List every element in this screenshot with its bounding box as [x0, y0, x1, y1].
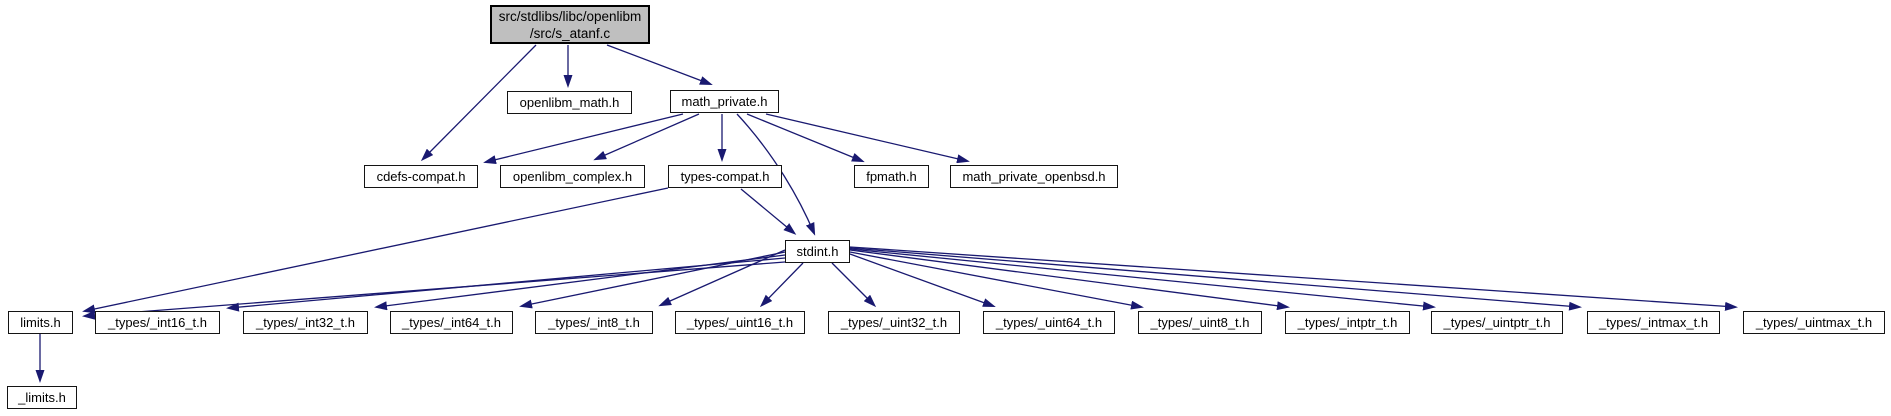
- node--limits-h[interactable]: _limits.h: [7, 386, 77, 409]
- node-openlibm-complex-h[interactable]: openlibm_complex.h: [500, 165, 645, 188]
- node-types-int16-t-h[interactable]: _types/_int16_t.h: [95, 311, 220, 334]
- node-types-uint16-t-h[interactable]: _types/_uint16_t.h: [675, 311, 805, 334]
- edge-math_private--stdint: [736, 113, 816, 236]
- edge-stdint--uint16: [759, 262, 804, 308]
- node-types-uint32-t-h[interactable]: _types/_uint32_t.h: [828, 311, 960, 334]
- node-types-uint64-t-h[interactable]: _types/_uint64_t.h: [983, 311, 1115, 334]
- edge-types_compat--stdint: [740, 188, 797, 235]
- edge-math_private--fpmath: [746, 113, 865, 163]
- edge-s_atanf--cdefs_compat: [420, 44, 537, 162]
- node-types-intmax-t-h[interactable]: _types/_intmax_t.h: [1587, 311, 1720, 334]
- edge-stdint--uintmax: [849, 246, 1738, 311]
- edge-types_compat--limits: [82, 187, 669, 314]
- node-openlibm-math-h[interactable]: openlibm_math.h: [507, 91, 632, 114]
- edge-stdint--intptr: [849, 249, 1290, 311]
- edge-stdint--int64: [519, 251, 786, 309]
- edge-stdint--int32: [374, 254, 786, 311]
- node-math-private-h[interactable]: math_private.h: [670, 90, 779, 113]
- edge-stdint--uintptr: [849, 248, 1436, 311]
- edge-stdint--int8: [658, 249, 786, 307]
- node-cdefs-compat-h[interactable]: cdefs-compat.h: [364, 165, 478, 188]
- node-types-int32-t-h[interactable]: _types/_int32_t.h: [243, 311, 368, 334]
- node-types-uintptr-t-h[interactable]: _types/_uintptr_t.h: [1431, 311, 1563, 334]
- node-stdint-h[interactable]: stdint.h: [785, 240, 850, 263]
- node-s-atanf-c: src/stdlibs/libc/openlibm /src/s_atanf.c: [490, 5, 650, 44]
- root-label-line1: src/stdlibs/libc/openlibm: [498, 8, 642, 24]
- edge-math_private--cdefs_compat: [483, 113, 684, 165]
- node-types-int64-t-h[interactable]: _types/_int64_t.h: [390, 311, 513, 334]
- node-limits-h[interactable]: limits.h: [8, 311, 73, 334]
- root-label-line2: /src/s_atanf.c: [529, 25, 611, 41]
- edge-stdint--uint32: [831, 262, 877, 308]
- edge-math_private--math_private_openbsd: [765, 113, 970, 164]
- edge-stdint--uint64: [849, 253, 996, 308]
- edge-stdint--intmax: [849, 247, 1582, 311]
- node-types-uintmax-t-h[interactable]: _types/_uintmax_t.h: [1743, 311, 1885, 334]
- node-fpmath-h[interactable]: fpmath.h: [854, 165, 929, 188]
- edge-stdint--uint8: [849, 251, 1144, 310]
- node-types-intptr-t-h[interactable]: _types/_intptr_t.h: [1285, 311, 1410, 334]
- node-types-compat-h[interactable]: types-compat.h: [668, 165, 782, 188]
- node-types-uint8-t-h[interactable]: _types/_uint8_t.h: [1138, 311, 1262, 334]
- edge-s_atanf--math_private: [606, 44, 713, 86]
- edge-math_private--openlibm_complex: [593, 113, 700, 161]
- node-math-private-openbsd-h[interactable]: math_private_openbsd.h: [950, 165, 1118, 188]
- node-types-int8-t-h[interactable]: _types/_int8_t.h: [535, 311, 653, 334]
